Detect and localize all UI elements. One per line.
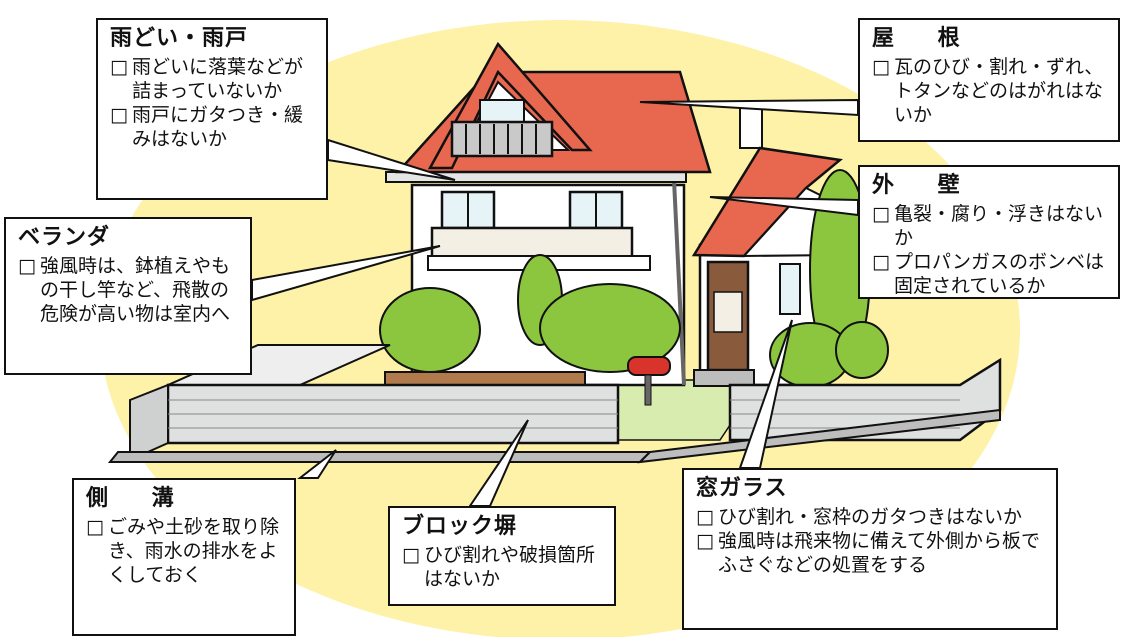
door-step <box>693 369 755 387</box>
callout-gaiheki-list: 亀裂・腐り・浮きはないか プロパンガスのボンベは固定されているか <box>872 203 1108 298</box>
callout-amadoi-list: 雨どいに落葉などが詰まっていないか 雨戸にガタつき・緩みはないか <box>110 56 316 151</box>
callout-yane: 屋 根 瓦のひび・割れ・ずれ、トタンなどのはがれはないか <box>858 18 1120 142</box>
callout-sokko: 側 溝 ごみや土砂を取り除き、雨水の排水をよくしておく <box>72 478 296 636</box>
check-item: ごみや土砂を取り除き、雨水の排水をよくしておく <box>86 516 284 587</box>
callout-gaiheki-title: 外 壁 <box>872 173 978 198</box>
downspout <box>672 179 686 386</box>
mailbox <box>627 356 671 406</box>
callout-block-wall: ブロック塀 ひび割れや破損箇所はないか <box>388 506 616 606</box>
callout-mado-title: 窓ガラス <box>696 476 788 501</box>
check-item: 強風時は飛来物に備えて外側から板でふさぐなどの処置をする <box>696 530 1046 578</box>
callout-mado: 窓ガラス ひび割れ・窓枠のガタつきはないか 強風時は飛来物に備えて外側から板でふ… <box>682 468 1058 630</box>
callout-sokko-title: 側 溝 <box>86 486 192 511</box>
check-item: 雨どいに落葉などが詰まっていないか <box>110 56 316 104</box>
check-item: 瓦のひび・割れ・ずれ、トタンなどのはがれはないか <box>872 56 1108 127</box>
callout-block-list: ひび割れや破損箇所はないか <box>402 544 604 592</box>
veranda-railing <box>430 226 634 260</box>
callout-veranda: ベランダ 強風時は、鉢植えやもの干し竿など、飛散の危険が高い物は室内へ <box>4 217 252 375</box>
callout-yane-title: 屋 根 <box>872 26 978 51</box>
check-item: ひび割れや破損箇所はないか <box>402 544 604 592</box>
side-window <box>779 263 801 315</box>
callout-veranda-list: 強風時は、鉢植えやもの干し竿など、飛散の危険が高い物は室内へ <box>18 255 240 326</box>
dormer-roof <box>427 41 593 170</box>
check-item: プロパンガスのボンベは固定されているか <box>872 251 1108 299</box>
callout-gaiheki: 外 壁 亀裂・腐り・浮きはないか プロパンガスのボンベは固定されているか <box>858 165 1120 299</box>
callout-yane-list: 瓦のひび・割れ・ずれ、トタンなどのはがれはないか <box>872 56 1108 127</box>
callout-amadoi: 雨どい・雨戸 雨どいに落葉などが詰まっていないか 雨戸にガタつき・緩みはないか <box>96 18 328 200</box>
callout-block-title: ブロック塀 <box>402 514 518 539</box>
check-item: 亀裂・腐り・浮きはないか <box>872 203 1108 251</box>
callout-sokko-list: ごみや土砂を取り除き、雨水の排水をよくしておく <box>86 516 284 587</box>
check-item: 雨戸にガタつき・緩みはないか <box>110 104 316 152</box>
check-item: 強風時は、鉢植えやもの干し竿など、飛散の危険が高い物は室内へ <box>18 255 240 326</box>
main-roof <box>395 41 763 174</box>
callout-veranda-title: ベランダ <box>18 225 111 250</box>
trees <box>379 169 889 388</box>
callout-amadoi-title: 雨どい・雨戸 <box>110 26 249 51</box>
callout-mado-list: ひび割れ・窓枠のガタつきはないか 強風時は飛来物に備えて外側から板でふさぐなどの… <box>696 506 1046 577</box>
side-ditch <box>107 408 1001 464</box>
check-item: ひび割れ・窓枠のガタつきはないか <box>696 506 1046 530</box>
